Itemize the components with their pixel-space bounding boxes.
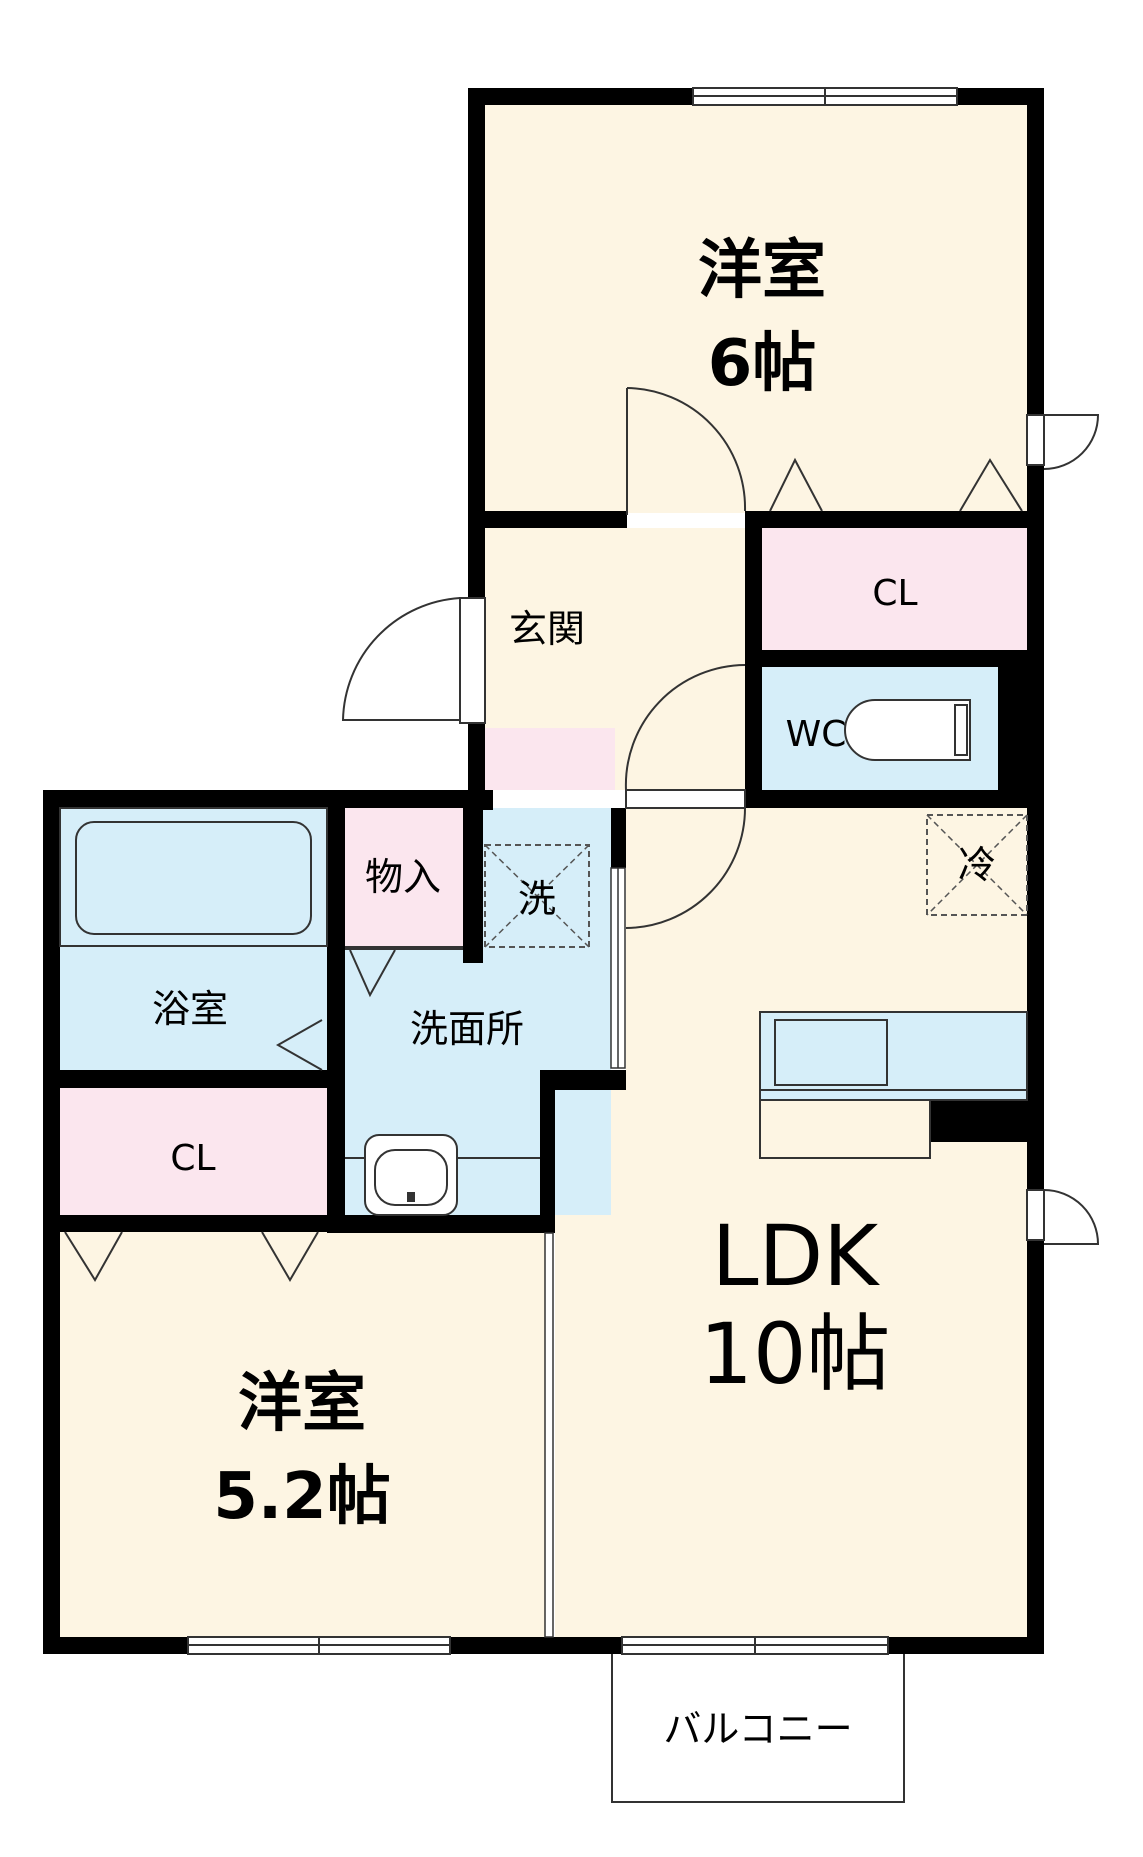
- ldk-door-lower-swing: [625, 807, 746, 929]
- labels: 洋室 6帖 CL 玄関 WC 物入 洗 冷 浴室 洗面所 CL 洋室 5.2帖 …: [152, 234, 996, 1751]
- entrance-storage-floor: [485, 728, 615, 790]
- closet-upper-label: CL: [872, 573, 917, 614]
- balcony-label: バルコニー: [663, 1707, 852, 1751]
- closet-lower-floor: [60, 1088, 327, 1215]
- western-room-lower-size: 5.2帖: [213, 1460, 390, 1534]
- entrance-label: 玄関: [509, 607, 585, 651]
- balcony-floor: [611, 1651, 905, 1803]
- washer-space: [484, 844, 590, 948]
- bathtub-inner: [75, 821, 312, 935]
- room-fills: [60, 103, 1027, 1803]
- front-door-opening: [459, 597, 486, 724]
- washer-label: 洗: [518, 877, 556, 921]
- toilet-fixture: [844, 699, 971, 761]
- bath-label: 浴室: [152, 987, 228, 1031]
- fixtures: [59, 699, 1028, 1216]
- toilet-label: WC: [786, 714, 847, 755]
- fridge-label: 冷: [958, 843, 996, 887]
- western-room-lower-name: 洋室: [238, 1367, 366, 1441]
- fridge-space: [926, 814, 1028, 916]
- closet-lower-label: CL: [170, 1138, 215, 1179]
- storage-floor-top: [345, 808, 463, 946]
- sliding-door: [544, 1232, 554, 1638]
- window-upper-side: [1026, 414, 1045, 466]
- bathtub: [59, 807, 328, 947]
- ldk-size: 10帖: [700, 1305, 891, 1403]
- window-ldk-side: [1026, 1189, 1045, 1241]
- front-door-swing: [341, 597, 461, 721]
- washroom-door: [349, 949, 396, 998]
- closet-upper-floor: [762, 528, 1027, 650]
- washroom-label: 洗面所: [410, 1007, 524, 1051]
- western-room-upper-name: 洋室: [698, 234, 826, 308]
- closet-lower-doors: [64, 1231, 319, 1282]
- storage-label: 物入: [365, 855, 441, 899]
- bath-door: [275, 1019, 323, 1071]
- closet-upper-doors: [769, 457, 1023, 512]
- windows: [187, 87, 1100, 1655]
- ldk-floor-main: [555, 1081, 1027, 1637]
- ldk-name: LDK: [712, 1207, 880, 1305]
- western-room-lower-floor: [60, 1232, 550, 1637]
- washbasin: [345, 1134, 540, 1216]
- doors: [64, 387, 1023, 1638]
- western-room-upper-floor: [485, 103, 1027, 513]
- western-room-upper-size: 6帖: [708, 327, 817, 401]
- ldk-door-upper-swing: [624, 664, 746, 791]
- kitchen-counter: [759, 1011, 1028, 1159]
- upper-room-door-swing: [626, 387, 747, 512]
